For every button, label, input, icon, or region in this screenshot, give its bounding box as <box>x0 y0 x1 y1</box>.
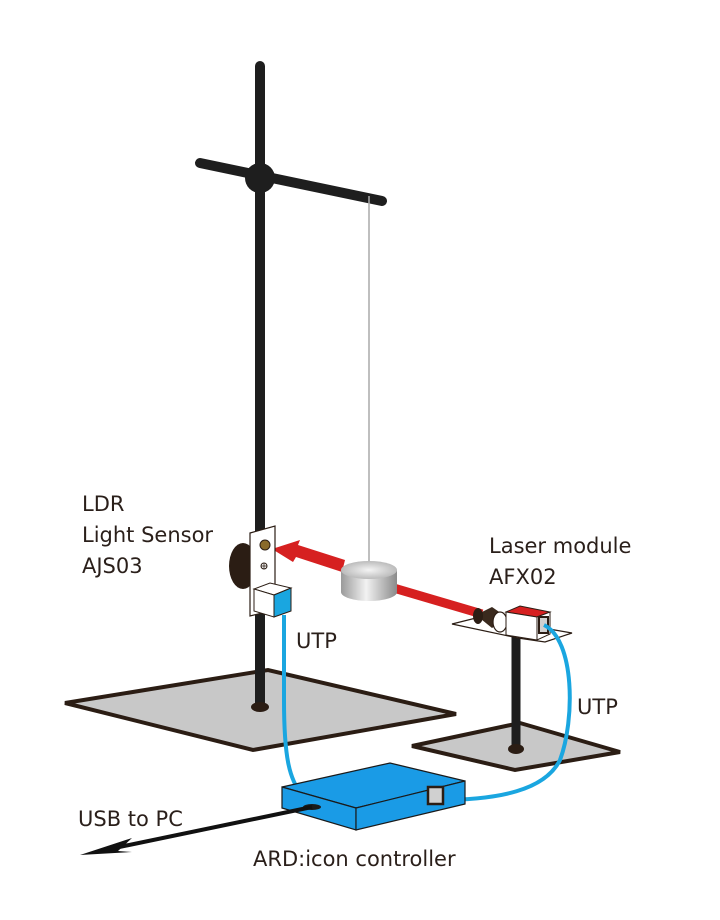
ldr-label-line1: LDR <box>82 492 124 516</box>
laser-label-line1: Laser module <box>489 534 631 558</box>
sensor-connector-cube <box>252 582 293 618</box>
ldr-label-line2: Light Sensor <box>82 523 213 547</box>
laser-beam-arrow <box>272 540 345 572</box>
clamp-knob <box>245 163 275 193</box>
laser-module <box>451 605 573 643</box>
usb-label: USB to PC <box>78 807 183 831</box>
ldr-sensor <box>229 525 293 618</box>
utp-label-right: UTP <box>577 695 618 719</box>
ldr-lens <box>259 539 271 551</box>
laser-label-line2: AFX02 <box>489 565 557 589</box>
utp-cable-right <box>436 623 572 802</box>
ard-icon-controller <box>281 762 466 831</box>
laser-barrel <box>473 607 508 633</box>
controller-utp-port <box>426 785 445 806</box>
controller-label: ARD:icon controller <box>253 847 456 871</box>
usb-cable-arrow <box>80 805 313 855</box>
main-rod-foot <box>251 702 269 712</box>
ldr-label-line3: AJS03 <box>82 554 143 578</box>
pendulum-weight <box>341 561 397 601</box>
laser-rod-foot <box>508 744 524 754</box>
utp-label-left: UTP <box>296 629 337 653</box>
cross-arm <box>195 158 387 206</box>
